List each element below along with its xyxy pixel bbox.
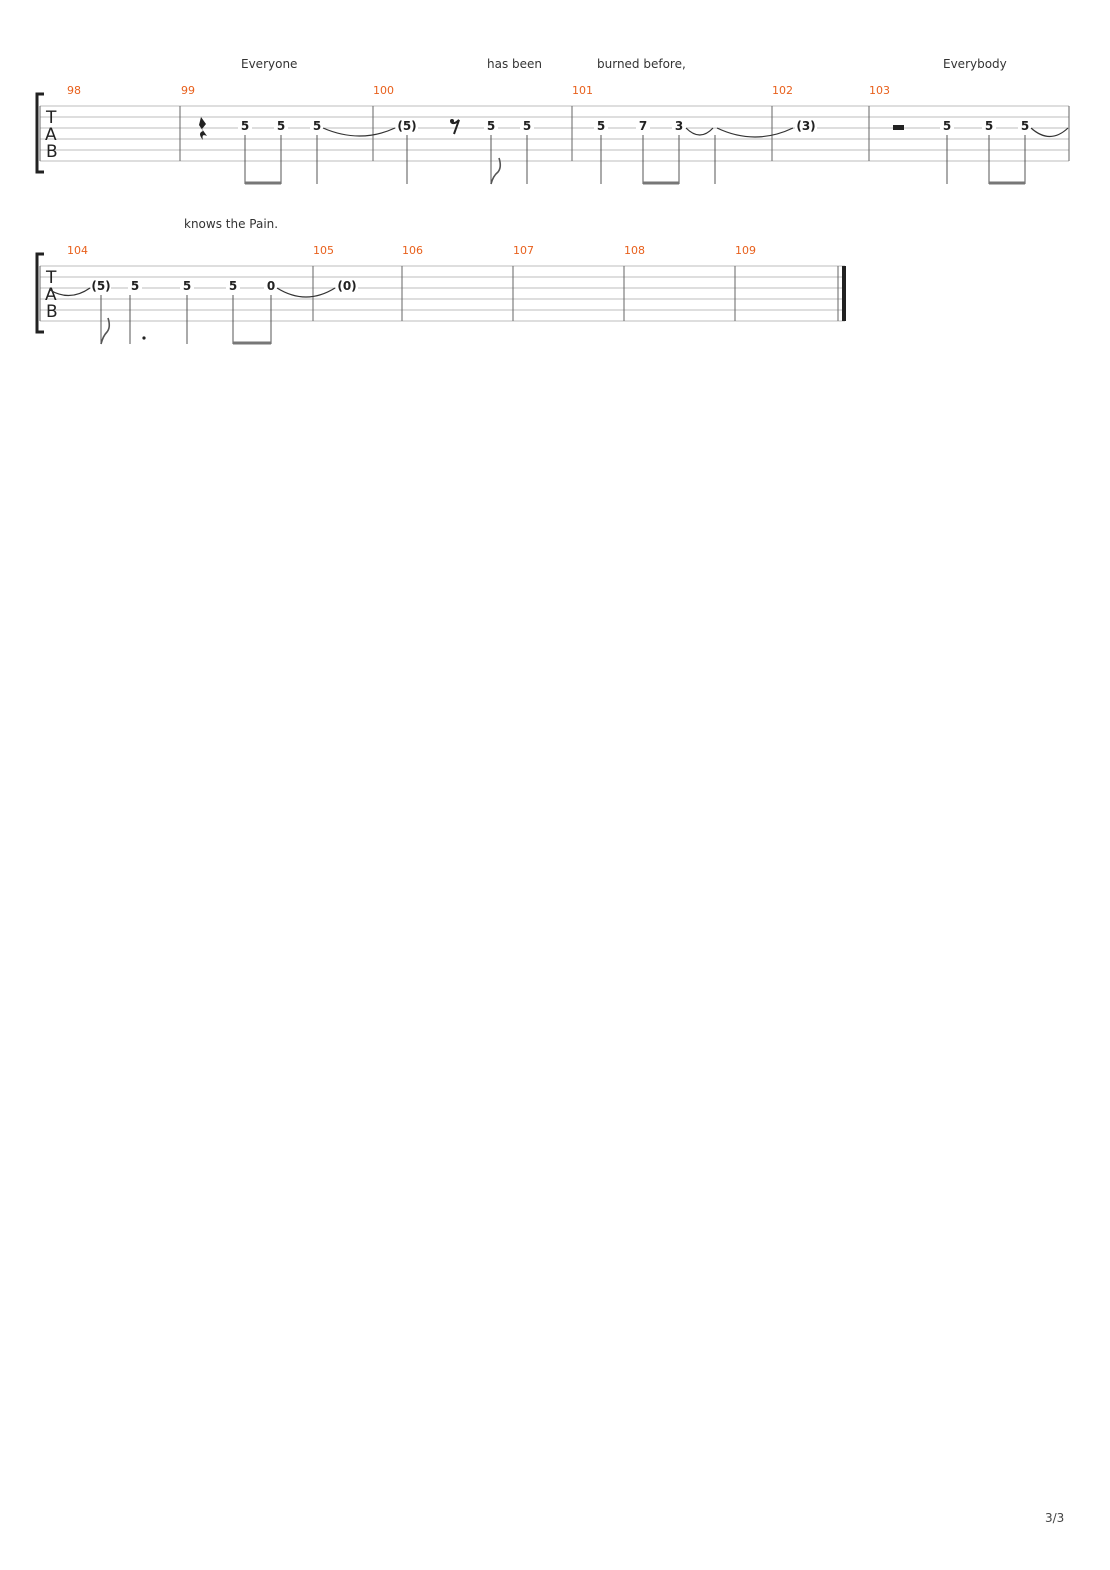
fret-number: 5 [523,119,531,133]
tie [49,287,91,297]
tab-clef-letter: A [45,125,57,145]
tie [1030,127,1069,138]
fret-number: 5 [277,119,285,133]
measure-number: 104 [67,244,88,257]
measure-number: 102 [772,84,793,97]
measure-number: 108 [624,244,645,257]
fret-number: (3) [796,119,815,133]
fret-number: 5 [229,279,237,293]
measure-number: 105 [313,244,334,257]
eighth-flag-icon [490,157,502,185]
fret-group: (5) 5 5 5 0 (0) [91,279,358,293]
fret-number: 5 [487,119,495,133]
tie [685,127,714,136]
fret-number: 0 [267,279,275,293]
fret-number: 5 [597,119,605,133]
tie [322,127,396,137]
fret-number: 5 [183,279,191,293]
fret-number: (5) [91,279,110,293]
fret-number: 5 [985,119,993,133]
measure-number: 101 [572,84,593,97]
final-barline-thick [842,266,846,321]
tab-staff [40,265,845,322]
fret-number: 5 [131,279,139,293]
tab-staff [40,105,1069,162]
tab-clef-letter: B [46,302,58,322]
fret-number: 5 [943,119,951,133]
system-bracket [35,92,44,174]
fret-number: (5) [397,119,416,133]
eighth-flag-icon [100,317,111,345]
quarter-rest-icon [199,117,207,140]
lyric: Everyone [241,57,297,71]
measure-number: 103 [869,84,890,97]
dot-icon [142,336,146,340]
tab-system-2: knows the Pain. 104 105 106 107 108 109 … [35,217,846,345]
tab-clef-letter: T [45,268,57,288]
system-bracket [35,252,44,334]
half-rest-icon [893,125,904,130]
lyric: has been [487,57,542,71]
fret-number: 3 [675,119,683,133]
tab-clef-letter: T [45,108,57,128]
fret-number: (0) [337,279,356,293]
page-number: 3/3 [1045,1511,1064,1525]
tab-clef-letter: A [45,285,57,305]
fret-number: 5 [241,119,249,133]
measure-number: 106 [402,244,423,257]
measure-number: 109 [735,244,756,257]
note-stems [100,295,272,344]
measure-number: 107 [513,244,534,257]
note-stems [244,135,1026,184]
tab-system-1: Everyone has been burned before, Everybo… [35,57,1070,185]
fret-number: 7 [639,119,647,133]
lyric: Everybody [943,57,1007,71]
lyric: knows the Pain. [184,217,278,231]
tie [716,127,794,138]
tie [276,287,336,298]
tab-clef-letter: B [46,142,58,162]
measure-number: 98 [67,84,81,97]
measure-number: 99 [181,84,195,97]
measure-number: 100 [373,84,394,97]
lyric: burned before, [597,57,686,71]
fret-group: 5 5 5 (5) 5 5 5 7 3 (3) 5 5 5 [238,119,1032,133]
fret-number: 5 [313,119,321,133]
fret-number: 5 [1021,119,1029,133]
